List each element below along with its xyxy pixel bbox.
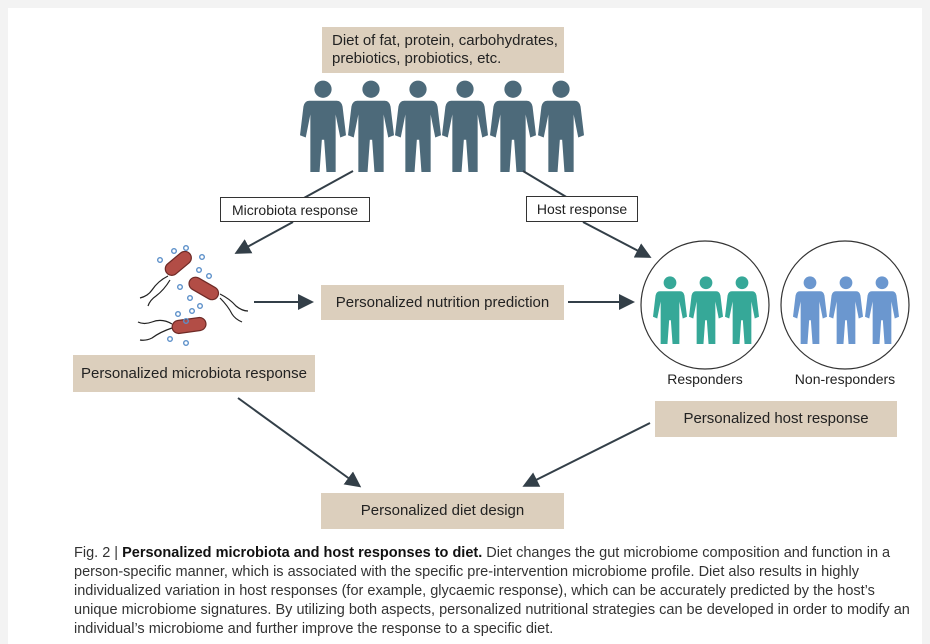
figure: Diet of fat, protein, carbohydrates, pre… [8,8,922,644]
microbiota-response-box: Personalized microbiota response [73,355,315,392]
diet-population [300,80,584,172]
person-icon [442,80,488,172]
person-icon [538,80,584,172]
person-icon [300,80,346,172]
diet-box: Diet of fat, protein, carbohydrates, pre… [322,27,564,73]
person-icon [490,80,536,172]
arrow-microbiota-label-to-bacteria [234,221,294,254]
responders-label: Responders [667,371,743,387]
nutrition-prediction-box: Personalized nutrition prediction [321,285,564,320]
host-response-label: Host response [526,196,638,222]
person-icon [348,80,394,172]
caption-prefix: Fig. 2 | [74,545,123,561]
bacteria-cluster [137,244,249,347]
host-response-box: Personalized host response [655,401,897,437]
bacterium-icon [137,316,207,341]
person-icon [395,80,441,172]
arrow-host-label-to-responders [582,221,652,258]
bacterium-icon [139,250,192,307]
arrow-host-to-diet-design [522,422,651,487]
figure-caption: Fig. 2 | Personalized microbiota and hos… [74,544,914,639]
caption-title: Personalized microbiota and host respons… [122,545,483,561]
bacterium-icon [188,276,249,323]
non-responders-label: Non-responders [794,371,896,387]
caption-body: Diet changes the gut microbiome composit… [74,545,910,637]
diet-line-2: prebiotics, probiotics, etc. [332,50,502,67]
arrow-diet-to-host-label [522,170,569,199]
diet-design-box: Personalized diet design [321,493,564,529]
particle-dots [156,244,212,347]
diagram-canvas [137,80,910,488]
diet-line-1: Diet of fat, protein, carbohydrates, [332,32,558,49]
arrow-microbiota-to-diet-design [237,397,362,488]
microbiota-response-label: Microbiota response [220,197,370,222]
